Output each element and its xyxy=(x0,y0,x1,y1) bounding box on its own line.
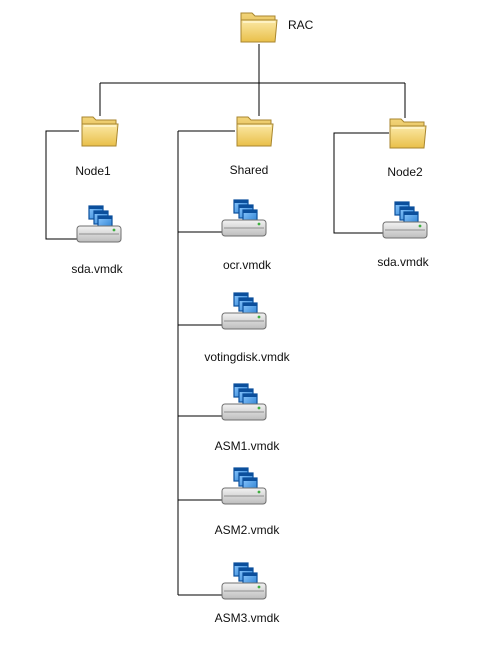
folder-label-node1: Node1 xyxy=(75,164,111,178)
shared-disk-icon-0 xyxy=(221,199,267,237)
folder-label-shared: Shared xyxy=(230,163,269,177)
shared-disk-icon-3 xyxy=(221,467,267,505)
root-folder-icon xyxy=(240,12,278,43)
node1-disk-icon xyxy=(76,205,122,243)
root-folder-label: RAC xyxy=(288,18,314,32)
shared-disk-label-0: ocr.vmdk xyxy=(223,258,272,272)
folder-icon-node2 xyxy=(389,118,427,149)
shared-disk-label-4: ASM3.vmdk xyxy=(215,611,281,625)
node1-disk-label: sda.vmdk xyxy=(71,262,123,276)
folder-icon-node1 xyxy=(81,116,119,147)
folder-label-node2: Node2 xyxy=(387,165,423,179)
shared-disk-icon-1 xyxy=(221,292,267,330)
tree-connectors xyxy=(45,44,406,596)
node1-disk-connector xyxy=(45,130,79,240)
tree-nodes: RAC Node1 Shared Node2 sda.vmdk sda.vmdk ocr.v… xyxy=(71,12,430,625)
node2-disk-icon xyxy=(382,201,428,239)
shared-disk-label-3: ASM2.vmdk xyxy=(215,523,281,537)
shared-disk-icon-4 xyxy=(221,562,267,600)
folder-icon-shared xyxy=(236,116,274,147)
node2-disk-connector xyxy=(333,132,389,234)
node2-disk-label: sda.vmdk xyxy=(377,255,429,269)
shared-disk-icon-2 xyxy=(221,383,267,421)
shared-disk-label-1: votingdisk.vmdk xyxy=(204,350,290,364)
shared-disk-label-2: ASM1.vmdk xyxy=(215,439,281,453)
